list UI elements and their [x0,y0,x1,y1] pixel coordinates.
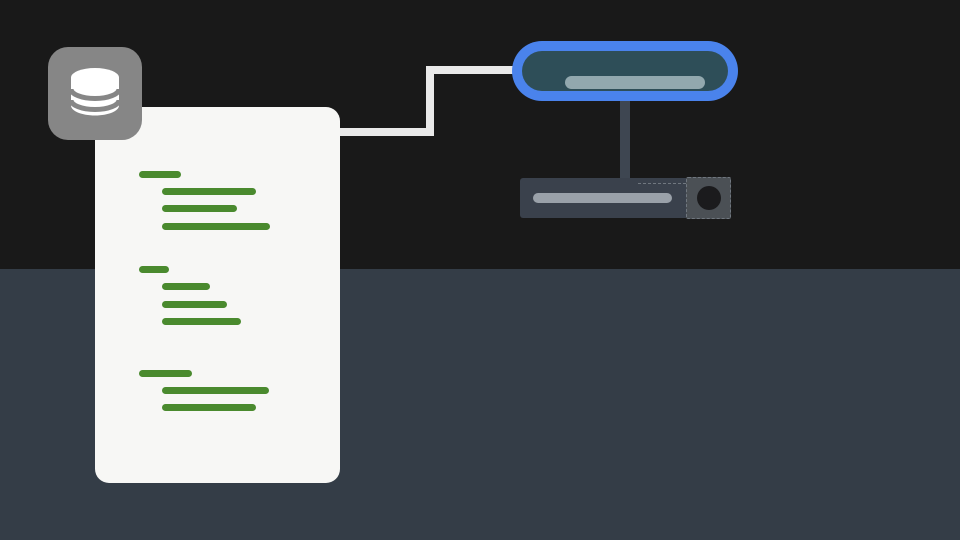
record-dot-icon [697,186,721,210]
pill-label-bar [565,76,705,89]
connector-elbow-horizontal-lower [338,128,434,136]
code-line [162,404,256,411]
code-line [139,370,192,377]
code-line [162,223,270,230]
code-line [139,266,169,273]
code-line [162,301,227,308]
pill-node-body [522,51,728,91]
code-line [162,318,241,325]
server-label-bar [533,193,672,203]
server-indicator-button [686,177,731,219]
pill-node [512,41,738,101]
database-icon [69,67,121,115]
code-line [139,171,181,178]
connector-elbow-horizontal-upper [426,66,513,74]
code-line [162,387,269,394]
code-card [95,107,340,483]
connector-stem [620,101,630,178]
server-node [520,177,731,219]
dashed-selection-line [638,183,686,184]
connector-elbow-vertical [426,66,434,136]
code-line [162,283,210,290]
code-line [162,205,237,212]
database-tile [48,47,142,140]
code-line [162,188,256,195]
